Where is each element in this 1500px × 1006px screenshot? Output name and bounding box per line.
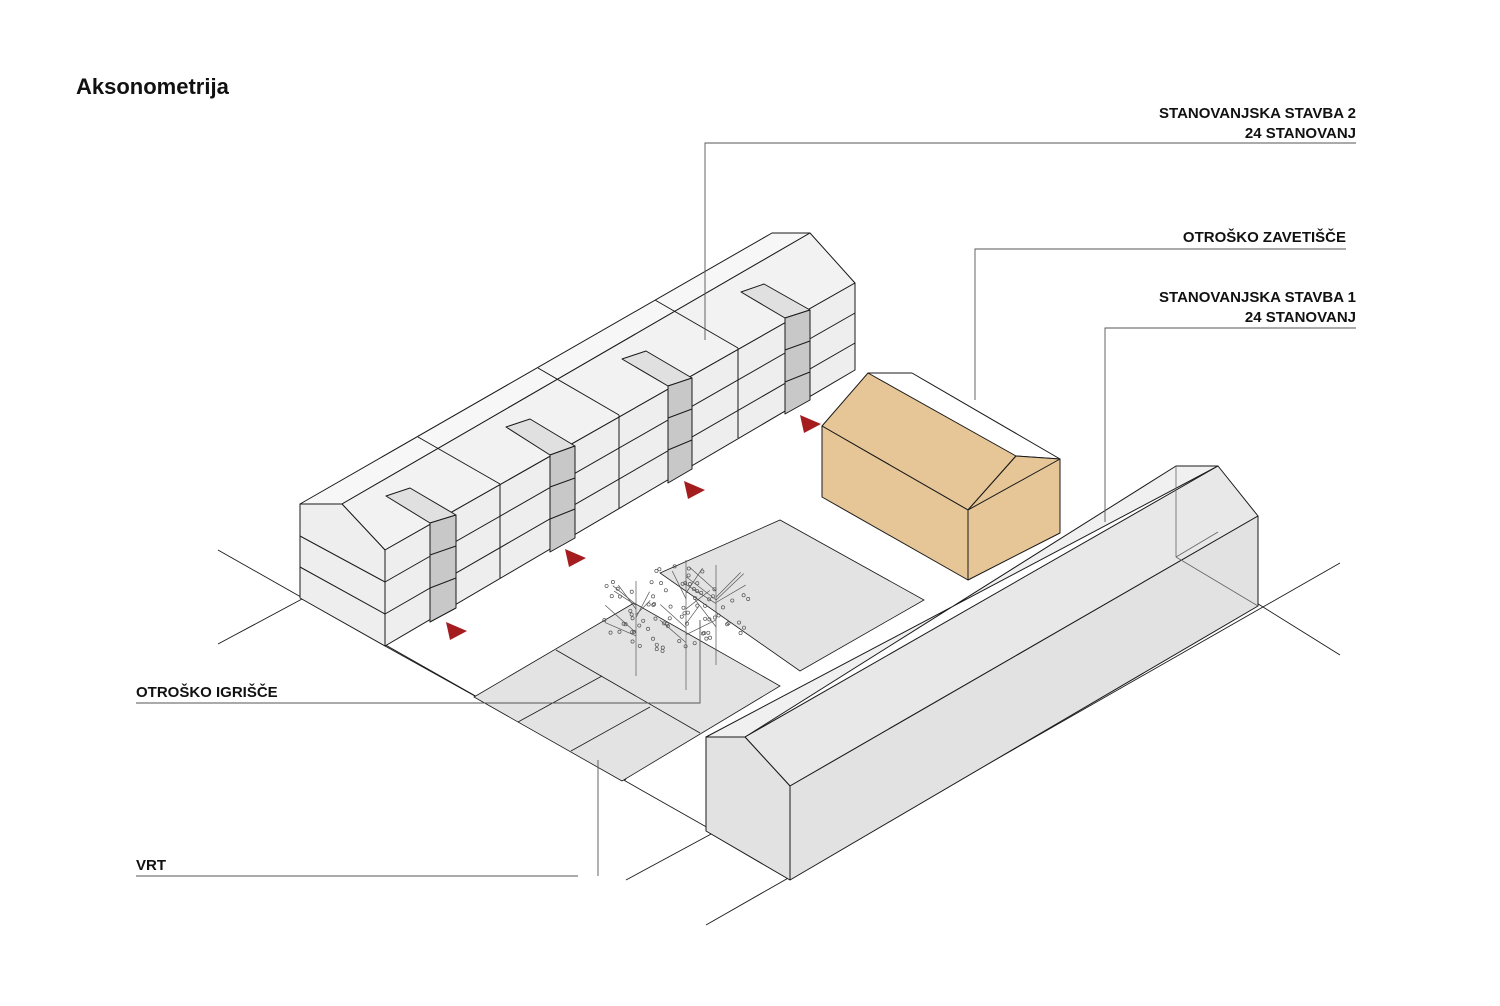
garden-patch-upper: [659, 519, 925, 672]
leader-playground: [136, 620, 701, 704]
building1-name: STANOVANJSKA STAVBA 1: [1159, 289, 1356, 306]
leader-building1: [1104, 327, 1356, 522]
shelter-gable: [967, 455, 1061, 511]
tree-group: [602, 560, 751, 690]
stair-core-2: [549, 445, 576, 553]
childrens-shelter: [821, 372, 1061, 581]
stair-core-4: [784, 309, 811, 415]
shelter-label: OTROŠKO ZAVETIŠČE: [1182, 229, 1346, 246]
tree-icon: [602, 580, 670, 676]
entrance-triangle-icon: [800, 415, 821, 433]
playground-patch: [473, 602, 781, 782]
building2-name: STANOVANJSKA STAVBA 2: [1159, 105, 1356, 122]
garden-label: VRT: [136, 857, 166, 874]
playground-label: OTROŠKO IGRIŠČE: [136, 684, 278, 701]
residential-building-2: [299, 232, 856, 647]
entrance-triangle-icon: [446, 622, 467, 640]
garden-patches: [473, 519, 925, 782]
entrance-triangle-icon: [684, 481, 705, 499]
tree-icon: [681, 565, 751, 665]
stair-core-3: [667, 377, 693, 484]
leader-shelter: [974, 248, 1346, 400]
building2-label: STANOVANJSKA STAVBA 2 24 STANOVANJ: [1159, 104, 1356, 144]
residential-building-1: [705, 465, 1259, 881]
building2-end-face: [299, 503, 386, 647]
building1-units: 24 STANOVANJ: [1244, 309, 1356, 326]
building2-units: 24 STANOVANJ: [1244, 125, 1356, 142]
building1-label: STANOVANJSKA STAVBA 1 24 STANOVANJ: [1159, 288, 1356, 328]
entrance-markers: [446, 415, 821, 640]
leader-building2: [704, 142, 1356, 340]
leader-lines: [136, 142, 1356, 877]
building1-end-face: [705, 736, 791, 881]
entrance-triangle-icon: [565, 549, 586, 567]
stair-core-1: [429, 514, 457, 623]
page-title: Aksonometrija: [76, 74, 229, 99]
